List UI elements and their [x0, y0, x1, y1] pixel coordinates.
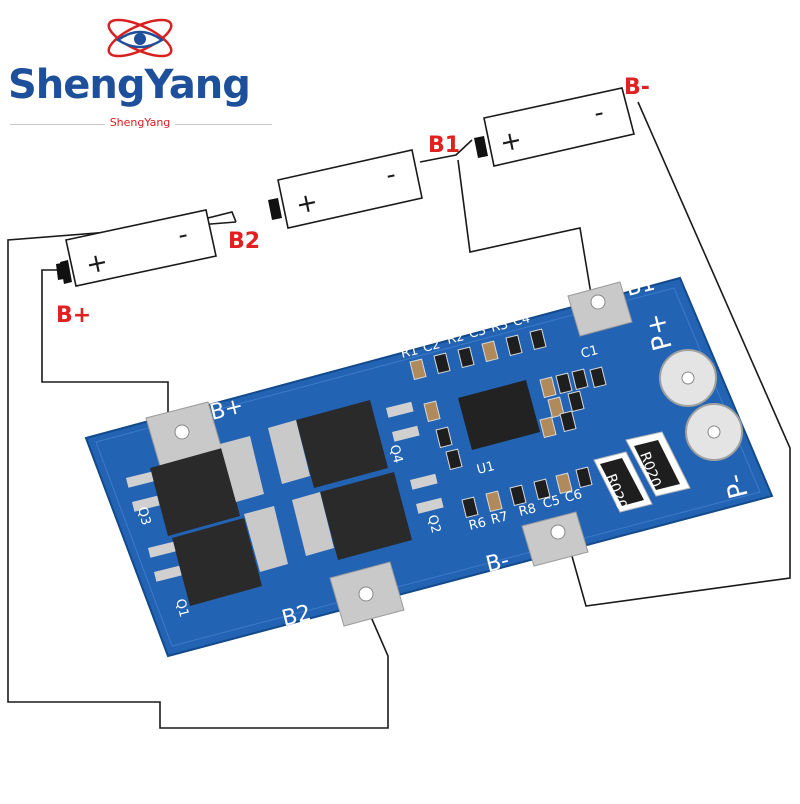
smd-part — [433, 352, 451, 375]
smd-part — [555, 472, 573, 495]
component-label-q4: Q4 — [386, 443, 405, 465]
pad-b1: B1 — [567, 271, 658, 337]
component-label-r8: R8 — [517, 501, 537, 520]
smd-part — [435, 426, 453, 449]
pad-b2: B2 — [279, 561, 405, 632]
smd-part — [555, 372, 573, 395]
component-label-c6: C6 — [563, 487, 583, 506]
smd-part — [547, 396, 565, 419]
component-label-r2: R2 — [445, 329, 465, 348]
smd-part — [529, 328, 547, 351]
smd-part — [539, 376, 557, 399]
wire-label-b1: B1 — [428, 133, 460, 158]
component-label-c3: C3 — [467, 323, 487, 342]
smd-part — [481, 340, 499, 363]
component-label-r1: R1 — [399, 343, 419, 362]
component-label-r3: R3 — [489, 317, 509, 336]
smd-part — [589, 366, 607, 389]
battery-cell-1: + - — [56, 209, 217, 287]
component-label-q1: Q1 — [172, 597, 191, 619]
brand-logo-icon — [107, 18, 173, 58]
smd-part — [505, 334, 523, 357]
smd-part — [461, 496, 479, 519]
wire-label-b2: B2 — [228, 229, 260, 254]
component-label-c1: C1 — [579, 343, 599, 362]
component-label-c2: C2 — [421, 337, 441, 356]
smd-part — [485, 490, 503, 513]
component-label-q3: Q3 — [134, 505, 153, 527]
mosfet-q4 — [268, 400, 420, 488]
component-label-r6: R6 — [467, 515, 487, 534]
smd-part — [445, 448, 463, 471]
smd-components — [409, 328, 607, 519]
pad-b-minus: B- — [483, 511, 589, 578]
mosfet-q3 — [126, 436, 264, 536]
mosfet-q1 — [147, 506, 288, 606]
smd-part — [533, 478, 551, 501]
smd-part — [509, 484, 527, 507]
smd-part — [423, 400, 441, 423]
battery-cell-2: + - — [268, 149, 423, 229]
component-label-r7: R7 — [489, 509, 509, 528]
smd-part — [571, 368, 589, 391]
wire-label-b-minus: B- — [624, 75, 650, 100]
brand-tagline-wrap: ShengYang — [0, 116, 280, 129]
brand-name: ShengYang — [8, 62, 251, 108]
smd-part — [457, 346, 475, 369]
wire-label-b-plus: B+ — [56, 303, 91, 328]
bms-pcb: B+ B2 B1 B- — [84, 271, 774, 658]
smd-part — [539, 416, 557, 439]
smd-part — [409, 358, 427, 381]
smd-part — [575, 466, 593, 489]
protection-ic-u1 — [458, 380, 540, 450]
smd-part — [567, 390, 585, 413]
brand-tagline: ShengYang — [104, 116, 176, 129]
mosfet-q2 — [292, 472, 444, 560]
component-label-c5: C5 — [541, 493, 561, 512]
smd-part — [559, 410, 577, 433]
battery-cell-3: + - — [474, 87, 635, 167]
component-label-c4: C4 — [511, 311, 531, 330]
wiring — [7, 101, 791, 729]
component-label-q2: Q2 — [424, 513, 443, 535]
shunt-resistor-1: R020 — [593, 451, 653, 513]
component-label-u1: U1 — [475, 459, 496, 478]
